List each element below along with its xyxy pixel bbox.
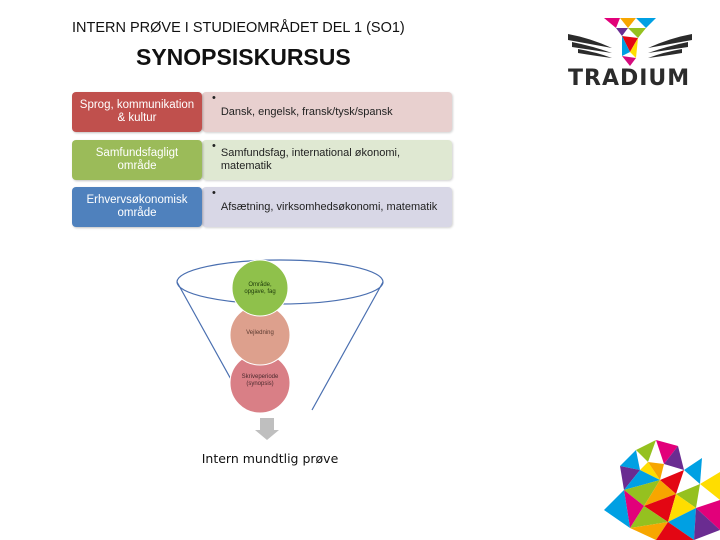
page-subtitle: INTERN PRØVE I STUDIEOMRÅDET DEL 1 (SO1) <box>72 20 405 36</box>
funnel-step-label: Skriveperiode (synopsis) <box>241 374 279 387</box>
category-detail: • Afsætning, virksomhedsøkonomi, matemat… <box>202 187 452 227</box>
bullet-icon: • <box>212 92 216 104</box>
page-title: SYNOPSISKURSUS <box>136 44 351 70</box>
category-label: Samfundsfagligt område <box>72 140 202 180</box>
detail-text: Samfundsfag, international økonomi, mate… <box>220 147 401 172</box>
category-row-language: • Dansk, engelsk, fransk/tysk/spansk Spr… <box>72 92 454 132</box>
funnel-result-label: Intern mundtlig prøve <box>201 451 339 466</box>
category-row-social: • Samfundsfag, international økonomi, ma… <box>72 140 454 180</box>
tradium-logo <box>568 18 692 66</box>
detail-text: Afsætning, virksomhedsøkonomi, matematik <box>220 200 438 213</box>
funnel-diagram <box>176 259 384 440</box>
category-row-business: • Afsætning, virksomhedsøkonomi, matemat… <box>72 187 454 227</box>
bullet-icon: • <box>212 140 216 152</box>
category-label: Erhvervsøkonomisk område <box>72 187 202 227</box>
funnel-step-1 <box>231 259 289 317</box>
detail-text: Dansk, engelsk, fransk/tysk/spansk <box>220 105 393 118</box>
down-arrow-icon <box>255 418 279 440</box>
decorative-triangles <box>604 440 720 540</box>
logo-wordmark: TRADIUM <box>568 66 691 91</box>
funnel-step-label: Område, opgave, fag <box>244 282 276 295</box>
category-detail: • Dansk, engelsk, fransk/tysk/spansk <box>202 92 452 132</box>
funnel-step-label: Vejledning <box>246 330 274 336</box>
bullet-icon: • <box>212 187 216 199</box>
category-label: Sprog, kommunikation & kultur <box>72 92 202 132</box>
category-detail: • Samfundsfag, international økonomi, ma… <box>202 140 452 180</box>
